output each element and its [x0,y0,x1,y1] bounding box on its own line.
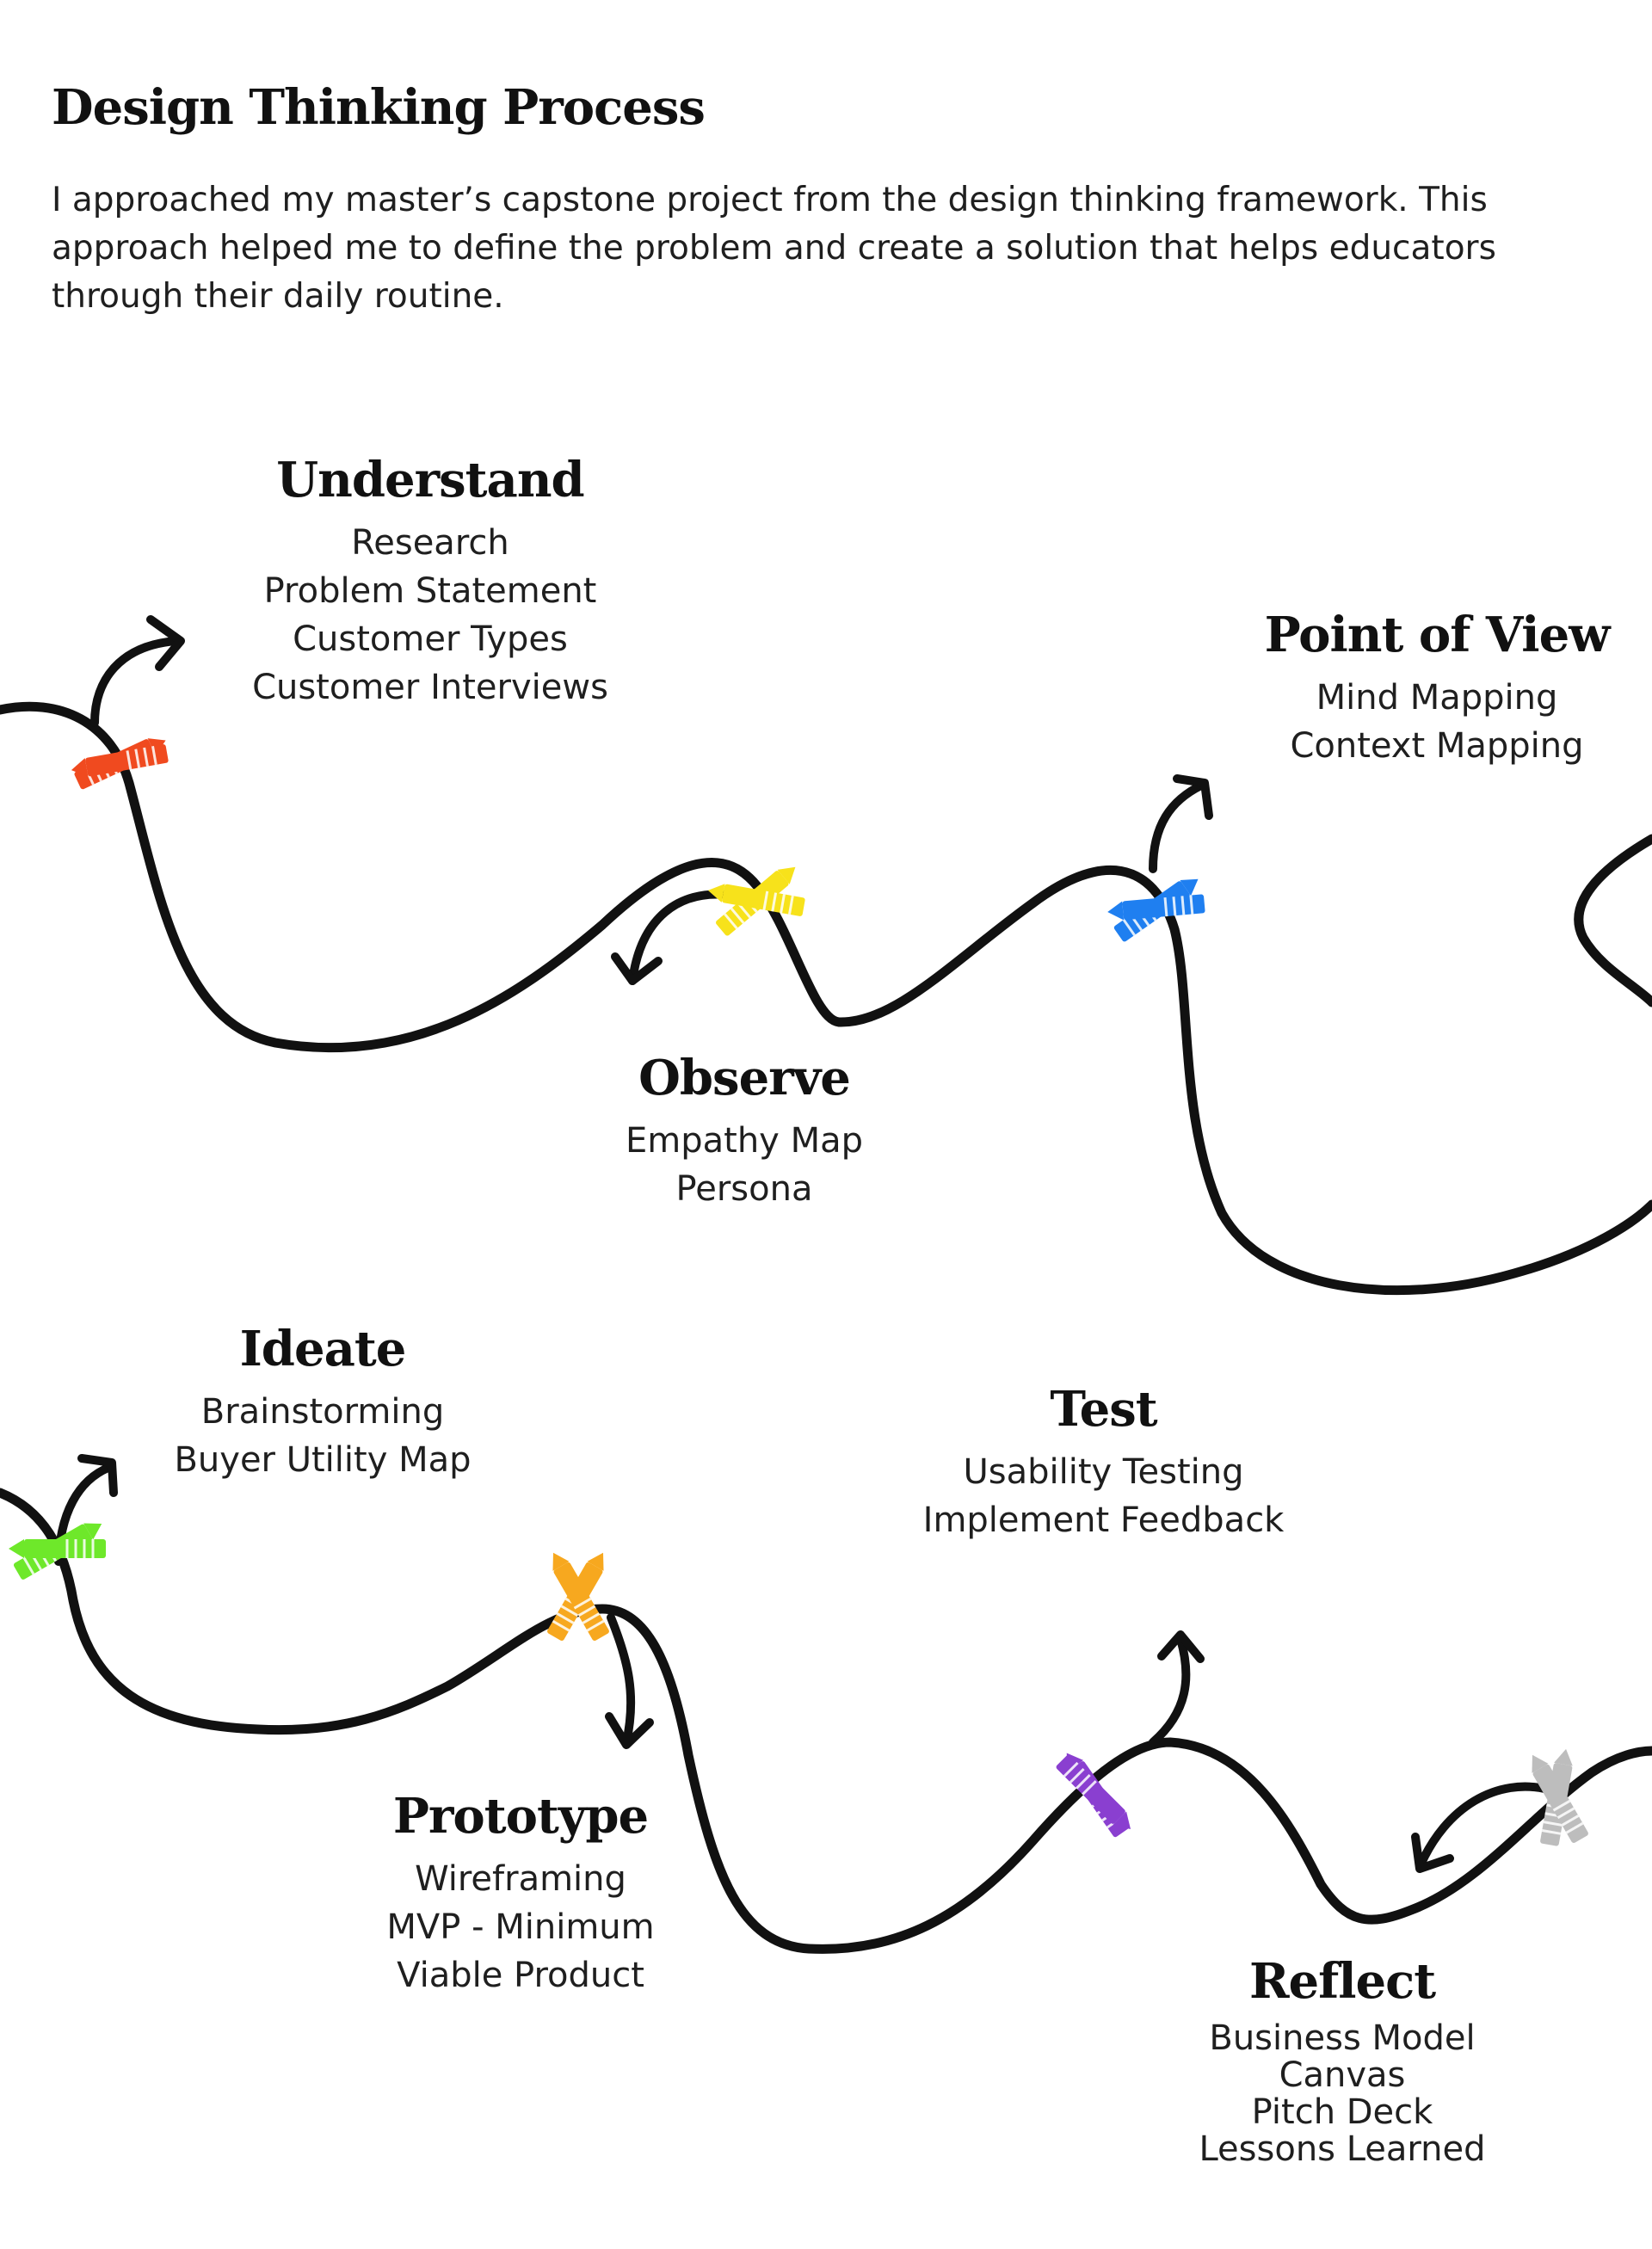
page-title: Design Thinking Process [52,79,706,136]
crayon-marker-understand [68,730,171,792]
stage-title-reflect: Reflect [1248,1953,1436,2010]
arrow-ideate-head [77,1454,118,1497]
crayon-marker-reflect [1522,1746,1591,1848]
arrow-understand-head [146,615,185,671]
page-intro: I approached my master’s capstone projec… [52,181,1496,316]
stage-item: Empathy Map [626,1121,863,1161]
arrow-reflect-head [1411,1833,1454,1873]
stage-test: Test Usability Testing Implement Feedbac… [869,1381,1338,1544]
stage-item: Context Mapping [1290,726,1584,766]
arrow-prototype [607,1613,636,1747]
stage-item: Mind Mapping [1316,678,1558,718]
stage-title-prototype: Prototype [392,1788,649,1845]
stage-point-of-view: Point of View Mind Mapping Context Mappi… [1248,607,1626,770]
stage-item: Business Model [1209,2018,1476,2058]
stage-item: Usability Testing [963,1452,1244,1492]
arrow-observe [628,890,731,985]
stage-item: Canvas [1279,2055,1406,2095]
stage-item: MVP - Minimum [386,1907,655,1947]
stage-item: Problem Statement [263,571,597,611]
arrow-test [1149,1635,1191,1747]
stage-title-test: Test [1050,1381,1157,1438]
arrow-understand [90,637,181,727]
arrow-prototype-head [605,1712,654,1749]
stage-title-ideate: Ideate [239,1321,407,1377]
stage-title-understand: Understand [276,452,584,508]
arrow-reflect [1415,1782,1553,1871]
stage-item: Wireframing [415,1859,626,1899]
path-line-top [0,701,1652,1296]
stage-item: Persona [675,1169,813,1209]
stage-item: Buyer Utility Map [174,1440,472,1480]
stage-ideate: Ideate Brainstorming Buyer Utility Map [129,1321,516,1484]
crayon-marker-ideate [7,1513,108,1582]
stage-item: Lessons Learned [1199,2129,1486,2169]
stage-title-point-of-view: Point of View [1264,607,1611,663]
stage-understand: Understand Research Problem Statement Cu… [215,452,645,712]
stage-item: Customer Types [293,619,568,659]
stage-item: Customer Interviews [252,668,608,707]
crayon-marker-prototype [543,1546,613,1643]
arrow-pov [1149,780,1207,873]
stage-item: Viable Product [397,1956,644,1995]
arrow-observe-head [611,952,663,985]
crayon-marker-pov [1105,870,1207,945]
stage-item: Pitch Deck [1251,2092,1433,2132]
path-line-bottom [0,1488,1652,1954]
stage-title-observe: Observe [638,1050,851,1106]
path-line-top-edge [1574,834,1652,1007]
arrow-test-head [1157,1630,1205,1663]
arrow-pov-head [1173,774,1213,820]
stage-item: Research [351,523,509,563]
crayon-marker-observe [705,858,807,939]
stage-observe: Observe Empathy Map Persona [572,1050,916,1213]
stage-reflect: Reflect Business Model Canvas Pitch Deck… [1153,1953,1532,2168]
stage-item: Brainstorming [200,1392,445,1432]
stage-prototype: Prototype Wireframing MVP - Minimum Viab… [327,1788,714,1999]
stage-item: Implement Feedback [922,1500,1285,1540]
